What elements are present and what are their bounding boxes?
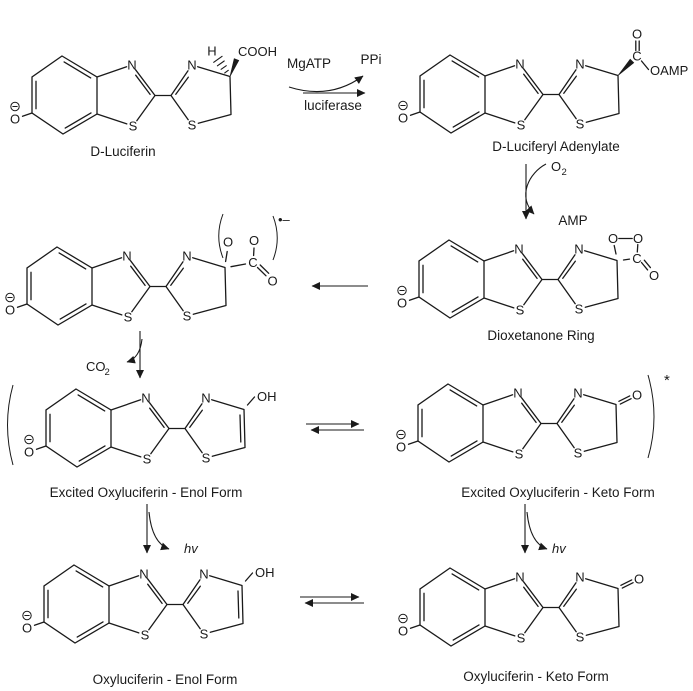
stereo-h-hash-wedge — [213, 55, 229, 74]
atom-label-o: O — [249, 233, 259, 248]
atom-label-cooh: COOH — [238, 44, 277, 59]
structure-excited-oxyluciferin-keto: * — [395, 372, 670, 463]
co2-label: CO — [86, 359, 106, 374]
carbonyl-double-bond — [635, 40, 640, 52]
structure-dioxetanone: O O C O — [396, 231, 659, 319]
label-oxyluciferin-keto: Oxyluciferin - Keto Form — [463, 669, 609, 684]
structure-d-luciferyl-adenylate: C O OAMP — [397, 27, 688, 134]
ppi-label: PPi — [360, 52, 381, 67]
structure-radical-intermediate: O C O O •– — [4, 212, 291, 326]
arrow-co2-curve — [126, 338, 143, 364]
label-excited-oxyluciferin-keto: Excited Oxyluciferin - Keto Form — [461, 485, 655, 500]
paren-close-shape — [647, 374, 655, 459]
oamp-bond — [640, 60, 650, 71]
amp-label: AMP — [558, 213, 587, 228]
paren-open-shape — [218, 213, 224, 259]
c-c-bond — [230, 263, 247, 268]
radical-anion-symbol: •– — [278, 212, 291, 227]
mgatp-label: MgATP — [287, 56, 331, 71]
atom-label-o: O — [223, 235, 233, 250]
cooh-bold-wedge — [229, 58, 240, 77]
atom-label-c: C — [632, 49, 641, 64]
luciferase-label: luciferase — [304, 98, 362, 113]
hv-label-keto: hv — [552, 541, 567, 556]
atom-label-o: O — [608, 231, 618, 246]
arrow-enol-hv-curve — [148, 511, 170, 551]
reaction-arrows — [126, 75, 548, 607]
hv-label-enol: hv — [184, 541, 199, 556]
atom-label-oamp: OAMP — [650, 63, 688, 78]
atom-label-o: O — [649, 268, 659, 283]
o2-label: O — [551, 159, 561, 174]
o2-subscript: 2 — [562, 167, 567, 178]
co2-subscript: 2 — [105, 367, 110, 378]
o-c-bond — [636, 243, 639, 253]
label-excited-oxyluciferin-enol: Excited Oxyluciferin - Enol Form — [50, 485, 243, 500]
paren-close-shape — [272, 215, 278, 261]
atom-label-o: O — [633, 231, 643, 246]
structure-excited-oxyluciferin-enol — [7, 384, 278, 468]
carbonyl-double-bond — [640, 259, 652, 271]
structure-d-luciferin: H COOH — [9, 44, 277, 135]
carbonyl-double-bond — [256, 264, 270, 277]
label-oxyluciferin-enol: Oxyluciferin - Enol Form — [93, 672, 238, 687]
ring-c-o-bond — [613, 244, 617, 255]
label-dioxetanone-ring: Dioxetanone Ring — [487, 328, 594, 343]
ring-c-c-bond — [622, 258, 631, 261]
excited-star-symbol: * — [664, 372, 670, 389]
atom-label-o: O — [267, 274, 277, 289]
label-d-luciferyl-adenylate: D-Luciferyl Adenylate — [492, 139, 620, 154]
atom-label-h: H — [207, 44, 216, 59]
atom-label-c: C — [632, 251, 641, 266]
structure-name-labels: D-Luciferin D-Luciferyl Adenylate Dioxet… — [50, 139, 655, 687]
atom-label-c: C — [248, 255, 257, 270]
ester-bold-wedge — [617, 58, 635, 76]
atom-label-o: O — [632, 27, 642, 42]
paren-open-shape — [7, 384, 14, 466]
oxide-bond — [224, 250, 228, 263]
label-d-luciferin: D-Luciferin — [90, 144, 155, 159]
arrow-o2-amp-curve — [525, 163, 547, 215]
reagent-labels: MgATP PPi luciferase O 2 AMP CO 2 hv hv — [86, 52, 588, 556]
arrow-mgatp-ppi-curve — [288, 75, 364, 93]
arrow-keto-hv-curve — [526, 511, 548, 551]
